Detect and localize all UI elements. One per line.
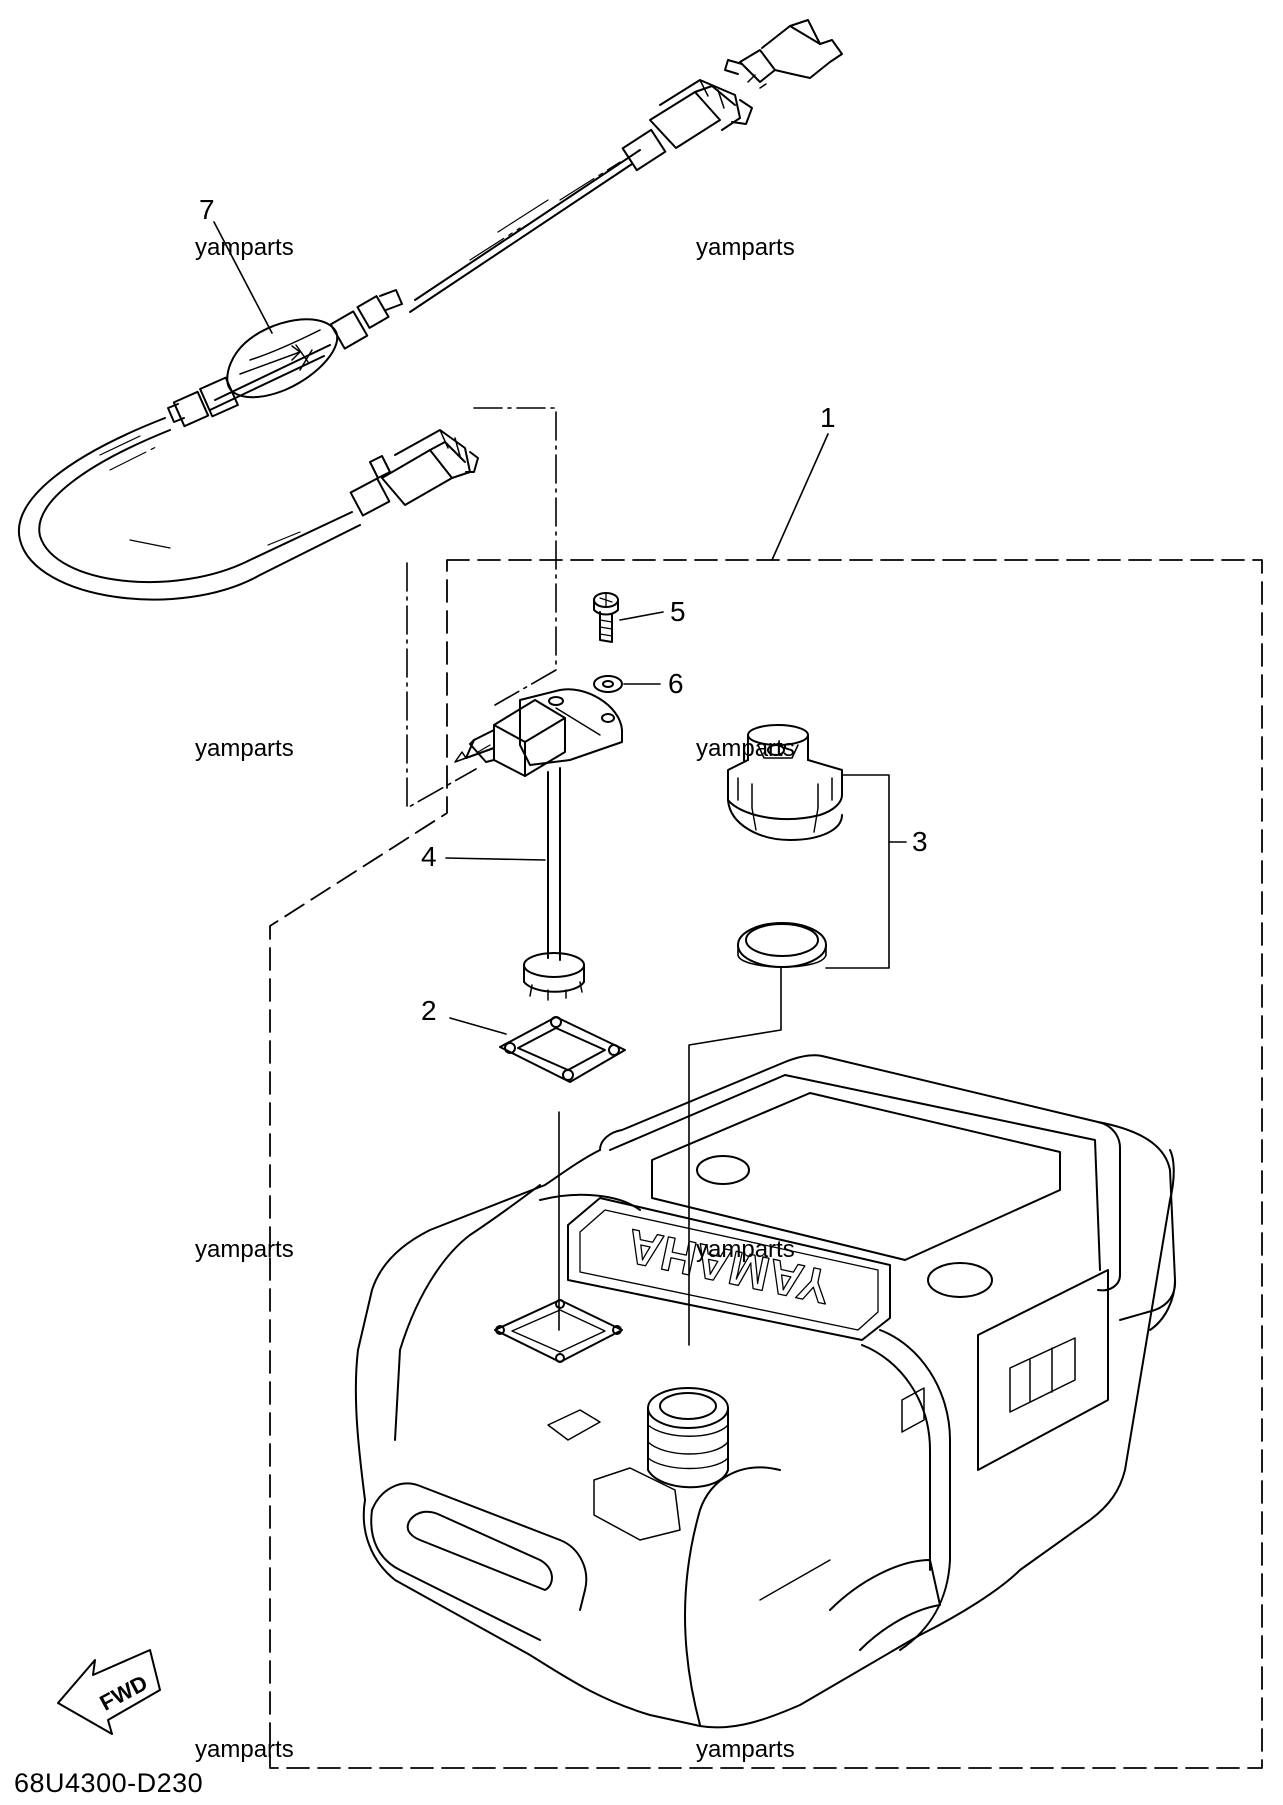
- leader-line-4: [445, 857, 546, 861]
- seal-ring-3: [737, 922, 827, 968]
- callout-6: 6: [668, 668, 684, 699]
- washer-6: [593, 675, 623, 693]
- assembly-1-dashed-outline: [269, 559, 1263, 1769]
- bracket-3: [825, 774, 890, 969]
- callout-4: 4: [421, 841, 437, 872]
- watermark-text: yamparts: [195, 1736, 294, 1763]
- callout-3: 3: [912, 826, 928, 857]
- tank-side-connector: [349, 429, 479, 517]
- fuel-cap-3: [727, 724, 843, 841]
- connector-dashdot-outline: [406, 407, 557, 809]
- bulb-fitting-right: [329, 289, 403, 350]
- leader-line-7: [213, 221, 273, 334]
- watermark-text: yamparts: [195, 735, 294, 762]
- leader-line-2: [449, 1017, 507, 1035]
- diagram-document-id: 68U4300-D230: [14, 1768, 204, 1798]
- outboard-plug: [724, 19, 843, 89]
- watermark-text: yamparts: [195, 234, 294, 261]
- primer-bulb: [226, 318, 338, 399]
- watermark-text: yamparts: [696, 1236, 795, 1263]
- callout-1: 1: [820, 402, 836, 433]
- bulb-fitting-left: [167, 376, 239, 428]
- gasket-2: [499, 1016, 626, 1083]
- watermark-text: yamparts: [195, 1236, 294, 1263]
- fwd-label: FWD: [96, 1670, 152, 1716]
- fwd-arrow-icon: FWD: [57, 1649, 161, 1735]
- fuel-joint-4: [454, 688, 623, 1001]
- tank-brand-lettering: YAMAHA: [623, 1218, 836, 1313]
- watermark-text: yamparts: [696, 1736, 795, 1763]
- leader-line-5: [619, 611, 664, 621]
- fuel-tank-body: YAMAHA: [354, 1054, 1177, 1729]
- callout-2: 2: [421, 995, 437, 1026]
- screw-5: [593, 592, 619, 643]
- callout-7: 7: [199, 194, 215, 225]
- callout-5: 5: [670, 596, 686, 627]
- cap-alignment-line: [688, 967, 782, 1346]
- watermark-text: yamparts: [696, 234, 795, 261]
- engine-side-connector: [621, 79, 753, 172]
- leader-line-1: [771, 433, 829, 561]
- watermark-text: yamparts: [696, 735, 795, 762]
- fuel-hose-assembly: [17, 19, 843, 601]
